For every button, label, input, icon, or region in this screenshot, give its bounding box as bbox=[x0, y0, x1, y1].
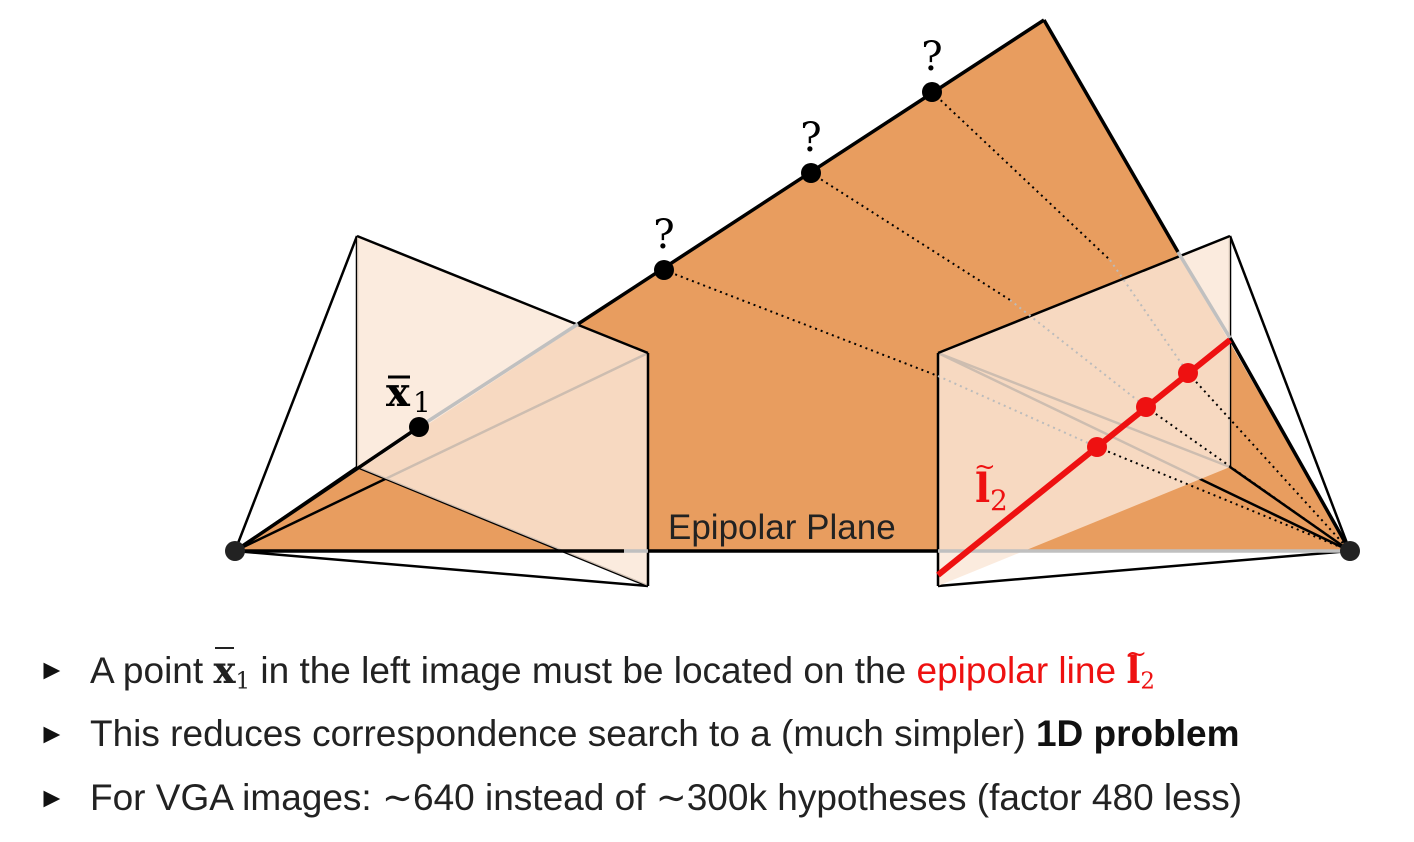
svg-text:1: 1 bbox=[413, 386, 431, 419]
x1-label: x 1 bbox=[386, 369, 431, 419]
bullet-marker: ► bbox=[38, 654, 66, 685]
svg-text:2: 2 bbox=[990, 484, 1008, 517]
left-camera-center bbox=[225, 541, 245, 561]
plane-label: Epipolar Plane bbox=[668, 508, 896, 547]
right-image-plane bbox=[938, 236, 1230, 586]
l2-label: ~ l 2 bbox=[974, 452, 1008, 517]
bullet-item: ► For VGA images: ∼640 instead of ∼300k … bbox=[38, 768, 1408, 832]
svg-text:x: x bbox=[386, 369, 411, 416]
svg-text:~: ~ bbox=[974, 452, 996, 482]
epipolar-point bbox=[1136, 397, 1156, 417]
image-point-x1 bbox=[409, 417, 429, 437]
bullet-marker: ► bbox=[38, 718, 66, 749]
bullet-list: ► A point x1 in the left image must be l… bbox=[38, 624, 1408, 832]
question-label: ? bbox=[921, 34, 942, 80]
left-image-plane bbox=[357, 236, 648, 586]
candidate-point bbox=[922, 82, 942, 102]
bullet-marker: ► bbox=[38, 782, 66, 813]
candidate-point bbox=[654, 260, 674, 280]
question-label: ? bbox=[800, 115, 821, 161]
epipolar-point bbox=[1178, 363, 1198, 383]
bullet-item: ► This reduces correspondence search to … bbox=[38, 704, 1408, 768]
projection-rays bbox=[663, 91, 1351, 552]
candidate-point bbox=[801, 163, 821, 183]
epipolar-point bbox=[1087, 437, 1107, 457]
right-camera-center bbox=[1340, 541, 1360, 561]
svg-text:l: l bbox=[975, 465, 990, 512]
bullet-item: ► A point x1 in the left image must be l… bbox=[38, 624, 1408, 704]
question-label: ? bbox=[653, 212, 674, 258]
epipolar-diagram: ? ? ? x 1 ~ l 2 Epipolar Plane bbox=[225, 18, 1360, 588]
